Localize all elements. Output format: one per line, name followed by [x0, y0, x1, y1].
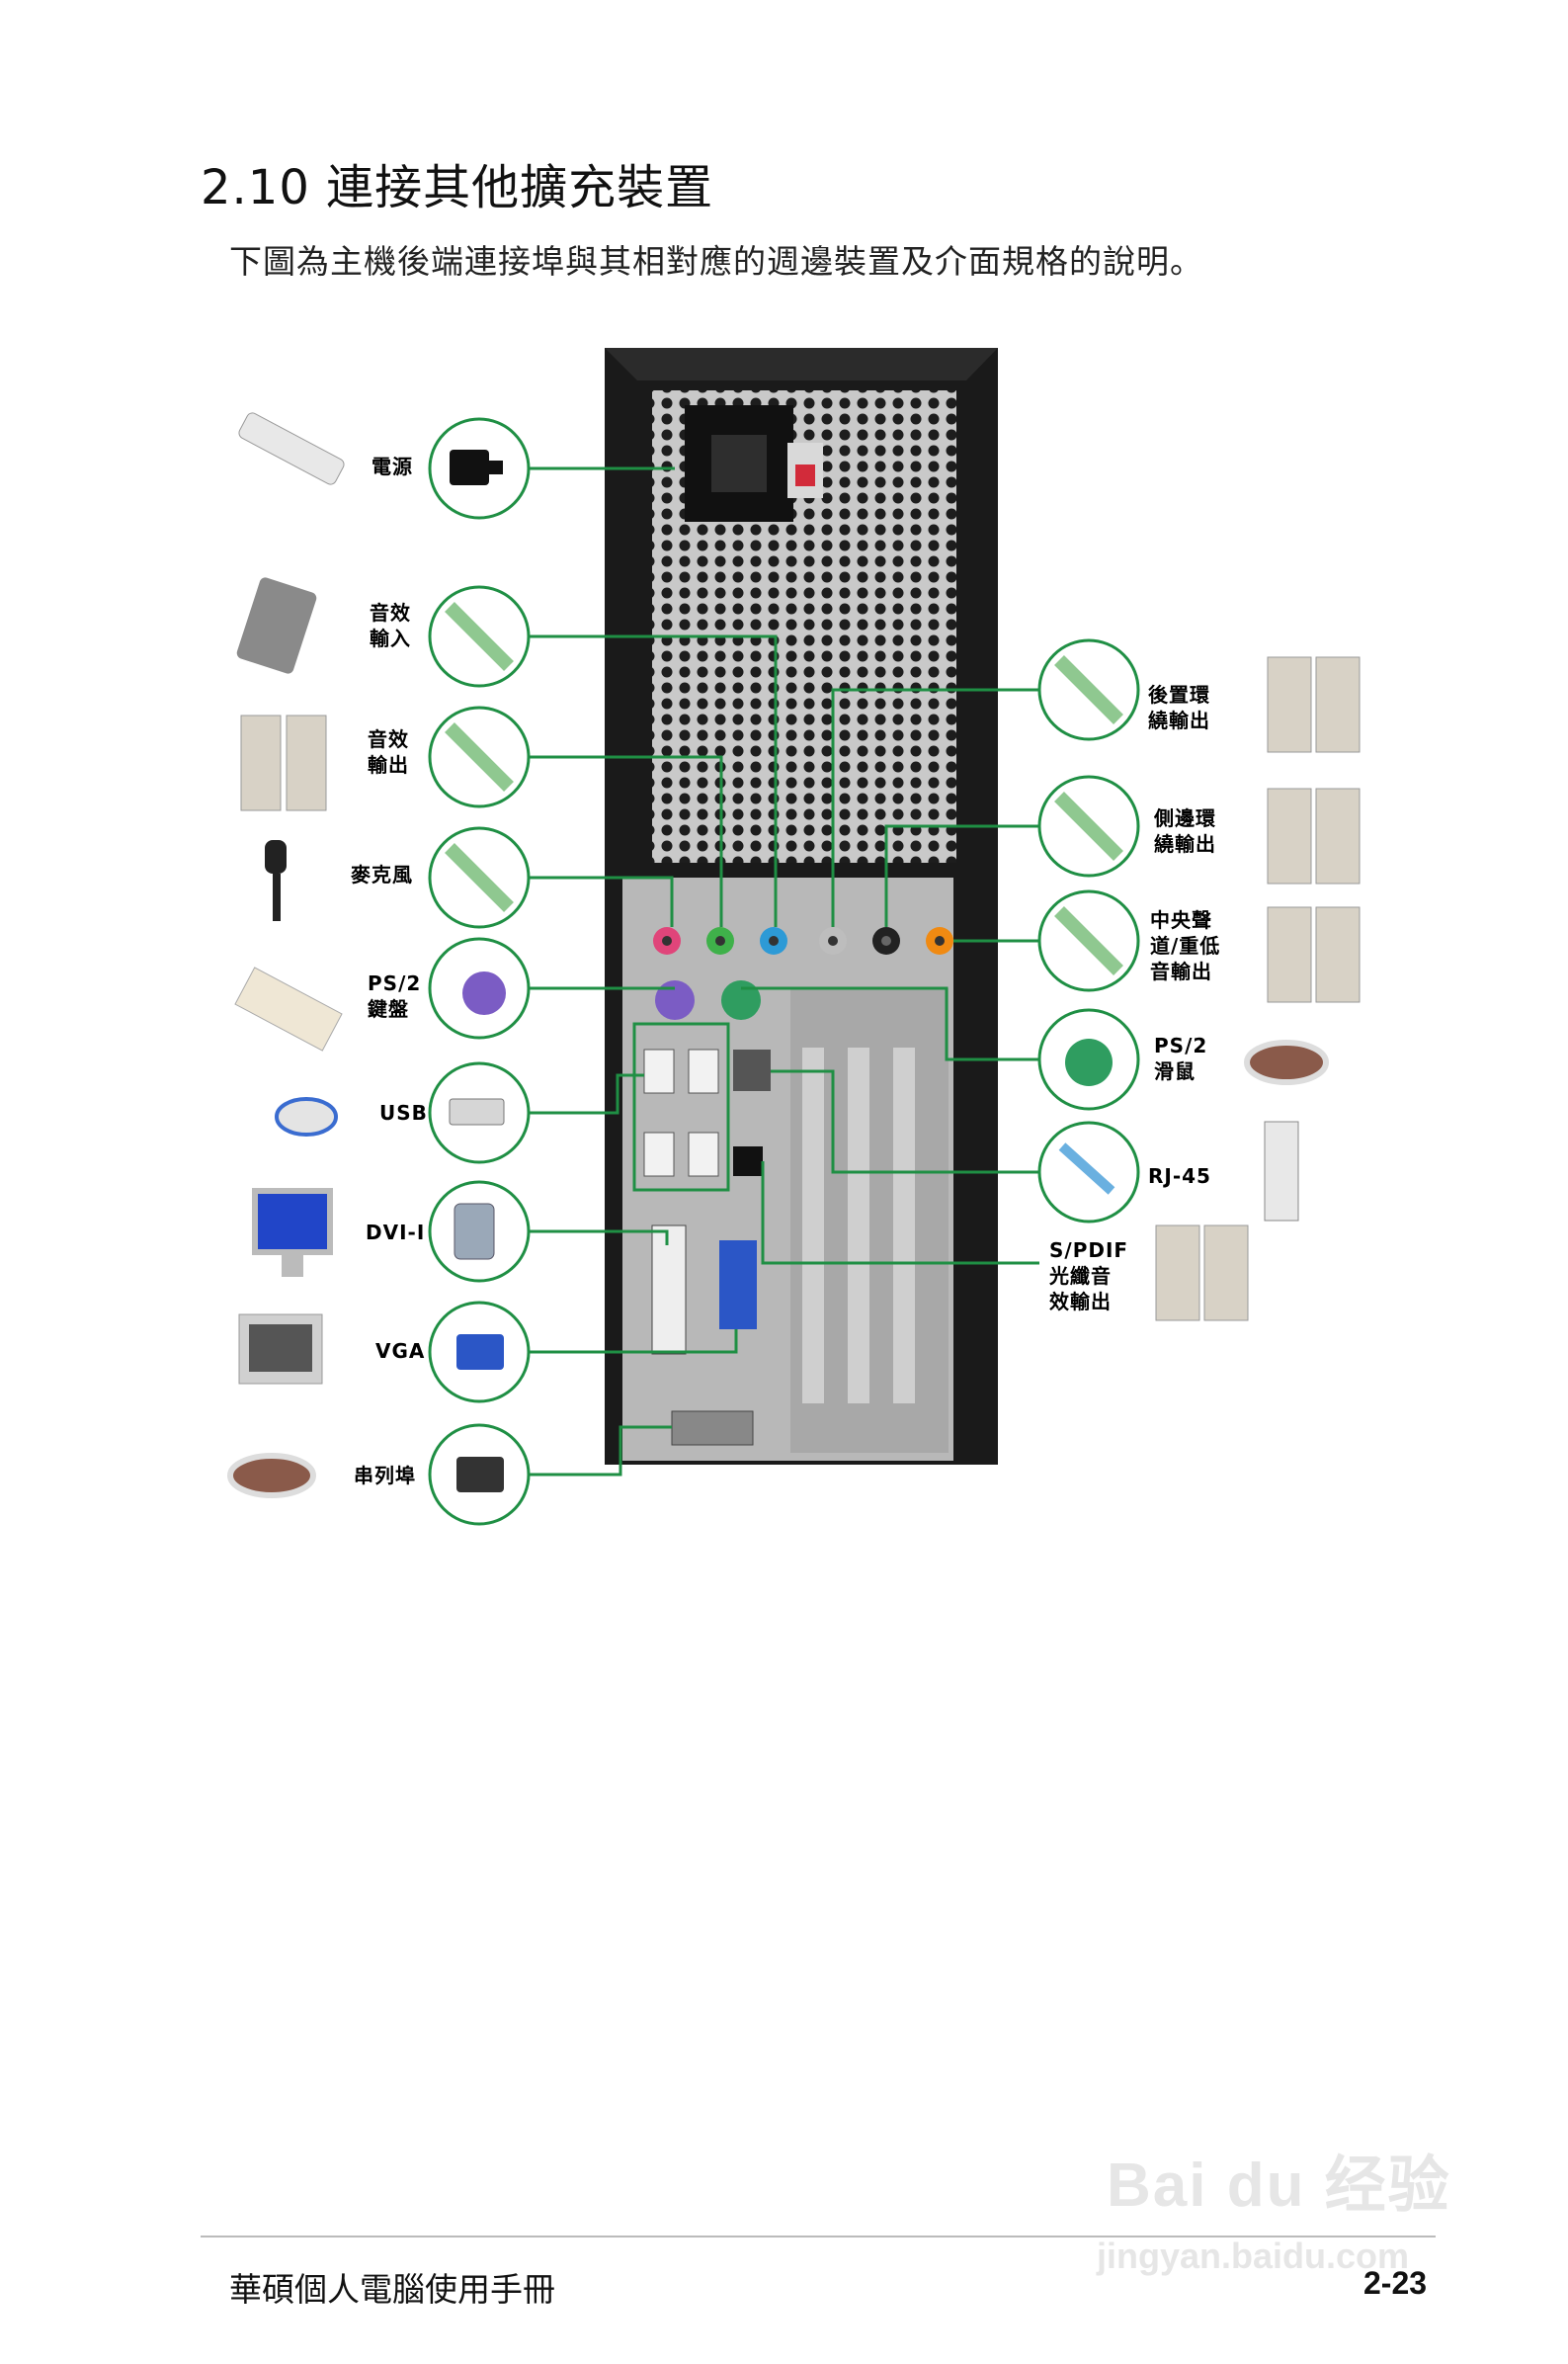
pc-case-rear — [605, 348, 998, 1465]
section-title: 2.10 連接其他擴充裝置 — [201, 160, 714, 215]
label-ps2-mouse: PS/2 滑鼠 — [1154, 1034, 1208, 1083]
recorder-icon — [236, 577, 317, 674]
serial-mouse-icon — [227, 1453, 316, 1498]
audio-jacks — [653, 927, 953, 955]
label-vga: VGA — [375, 1339, 426, 1363]
power-strip-icon — [238, 412, 345, 485]
label-serial: 串列埠 — [354, 1464, 416, 1487]
ps2-mouse-icon — [1244, 1040, 1329, 1085]
plug-icons — [428, 417, 1140, 1526]
label-microphone: 麥克風 — [351, 863, 413, 886]
label-rj45: RJ-45 — [1148, 1164, 1211, 1188]
ps2-keyboard-port — [655, 980, 695, 1020]
side-speaker-icon — [1267, 788, 1312, 885]
label-power: 電源 — [371, 455, 413, 478]
watermark-url: jingyan.baidu.com — [1097, 2236, 1410, 2276]
label-dvi: DVI-I — [366, 1221, 426, 1244]
intro-text: 下圖為主機後端連接埠與其相對應的週邊裝置及介面規格的說明。 — [229, 242, 1203, 281]
footer-divider — [201, 2236, 1436, 2237]
device-icons-left — [227, 412, 345, 1498]
microphone-icon — [265, 840, 287, 874]
ps2-mouse-port — [721, 980, 761, 1020]
label-usb: USB — [379, 1101, 428, 1125]
keyboard-icon — [234, 967, 343, 1052]
speaker-icon — [240, 715, 282, 811]
label-side-surround: 側邊環 繞輸出 — [1154, 806, 1216, 856]
center-speaker-icon — [1267, 906, 1312, 1003]
label-center-sub: 中央聲 道/重低 音輸出 — [1150, 908, 1221, 983]
page-number: 2-23 — [1363, 2265, 1428, 2301]
rear-speaker-icon — [1267, 656, 1312, 753]
lcd-monitor-icon — [252, 1188, 333, 1255]
spdif-port — [733, 1146, 763, 1176]
connection-lines — [530, 466, 1039, 1477]
usb-ports — [643, 1049, 719, 1177]
spdif-speaker-icon — [1155, 1224, 1200, 1321]
vga-port — [719, 1240, 757, 1329]
dvi-port — [651, 1224, 687, 1355]
footer-manual-title: 華碩個人電腦使用手冊 — [229, 2270, 555, 2309]
label-ps2-keyboard: PS/2 鍵盤 — [368, 971, 422, 1021]
serial-port — [671, 1410, 754, 1446]
usb-device-icon — [275, 1097, 338, 1137]
label-audio-in: 音效 輸入 — [370, 601, 411, 650]
label-spdif: S/PDIF 光纖音 效輸出 — [1049, 1238, 1129, 1313]
watermark-logo: Bai du 经验 — [1107, 2152, 1451, 2220]
rj45-port — [733, 1050, 771, 1091]
label-rear-surround: 後置環 繞輸出 — [1148, 683, 1210, 732]
network-device-icon — [1264, 1121, 1299, 1222]
label-audio-out: 音效 輸出 — [368, 727, 409, 777]
device-icons-right — [1155, 656, 1361, 1321]
